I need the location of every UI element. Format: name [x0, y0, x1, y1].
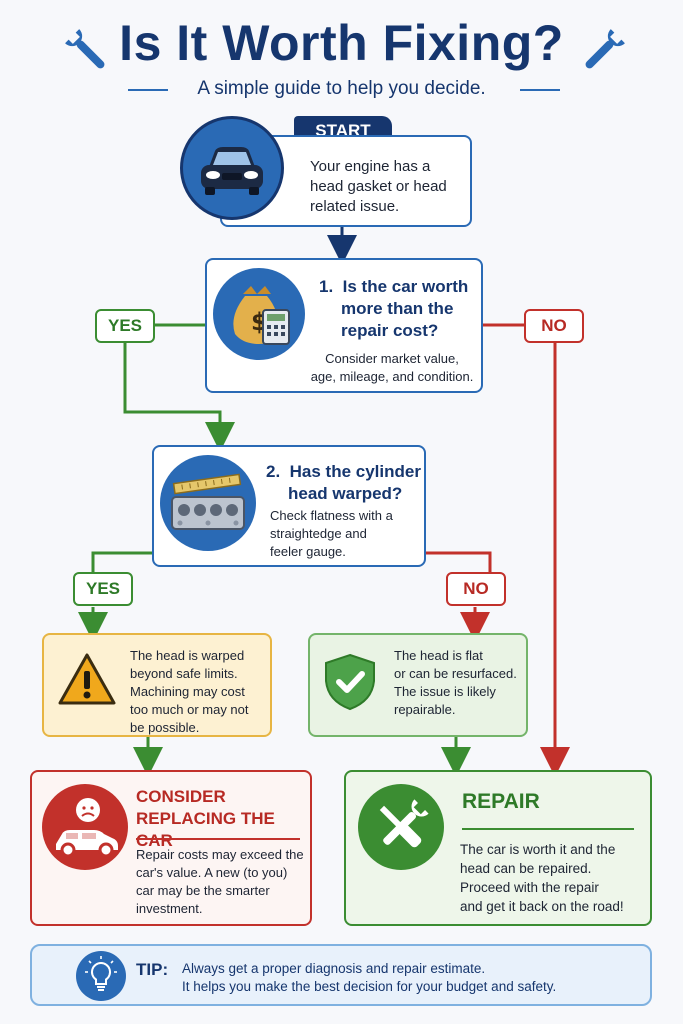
- car-front-icon: [180, 116, 284, 220]
- sad-car-icon: [42, 784, 128, 870]
- wrench-screwdriver-icon: [358, 784, 444, 870]
- flat-result-box: The head is flat or can be resurfaced. T…: [308, 633, 528, 737]
- q1-yes-label: YES: [95, 309, 155, 343]
- warped-result-box: The head is warped beyond safe limits. M…: [42, 633, 272, 737]
- cylinder-head-ruler-icon: [160, 455, 256, 551]
- repair-title: REPAIR: [462, 790, 540, 813]
- wrench-icon: [585, 29, 625, 69]
- lightbulb-icon: [76, 951, 126, 1001]
- warning-triangle-icon: [58, 653, 116, 705]
- q1-no-connector: [483, 323, 555, 762]
- subtitle-rule-right: [520, 89, 560, 91]
- page-title: Is It Worth Fixing?: [119, 15, 564, 71]
- money-bag-calculator-icon: $: [213, 268, 305, 360]
- q2-yes-connector: [93, 551, 152, 627]
- shield-check-icon: [325, 653, 375, 711]
- page-subtitle: A simple guide to help you decide.: [197, 78, 486, 99]
- q2-yes-label: YES: [73, 572, 133, 606]
- tip-label: TIP:: [136, 960, 169, 979]
- tip-box: TIP: Always get a proper diagnosis and r…: [30, 944, 652, 1006]
- repair-outcome-box: REPAIR The car is worth it and the head …: [344, 770, 652, 926]
- wrench-icon: [65, 29, 105, 69]
- q1-yes-connector: [123, 323, 220, 437]
- repair-divider: [462, 828, 634, 830]
- replace-divider: [136, 838, 300, 840]
- q1-no-label: NO: [524, 309, 584, 343]
- subtitle-rule-left: [128, 89, 168, 91]
- q2-no-label: NO: [446, 572, 506, 606]
- q2-no-connector: [426, 551, 490, 627]
- replace-outcome-box: CONSIDER REPLACING THE CAR Repair costs …: [30, 770, 312, 926]
